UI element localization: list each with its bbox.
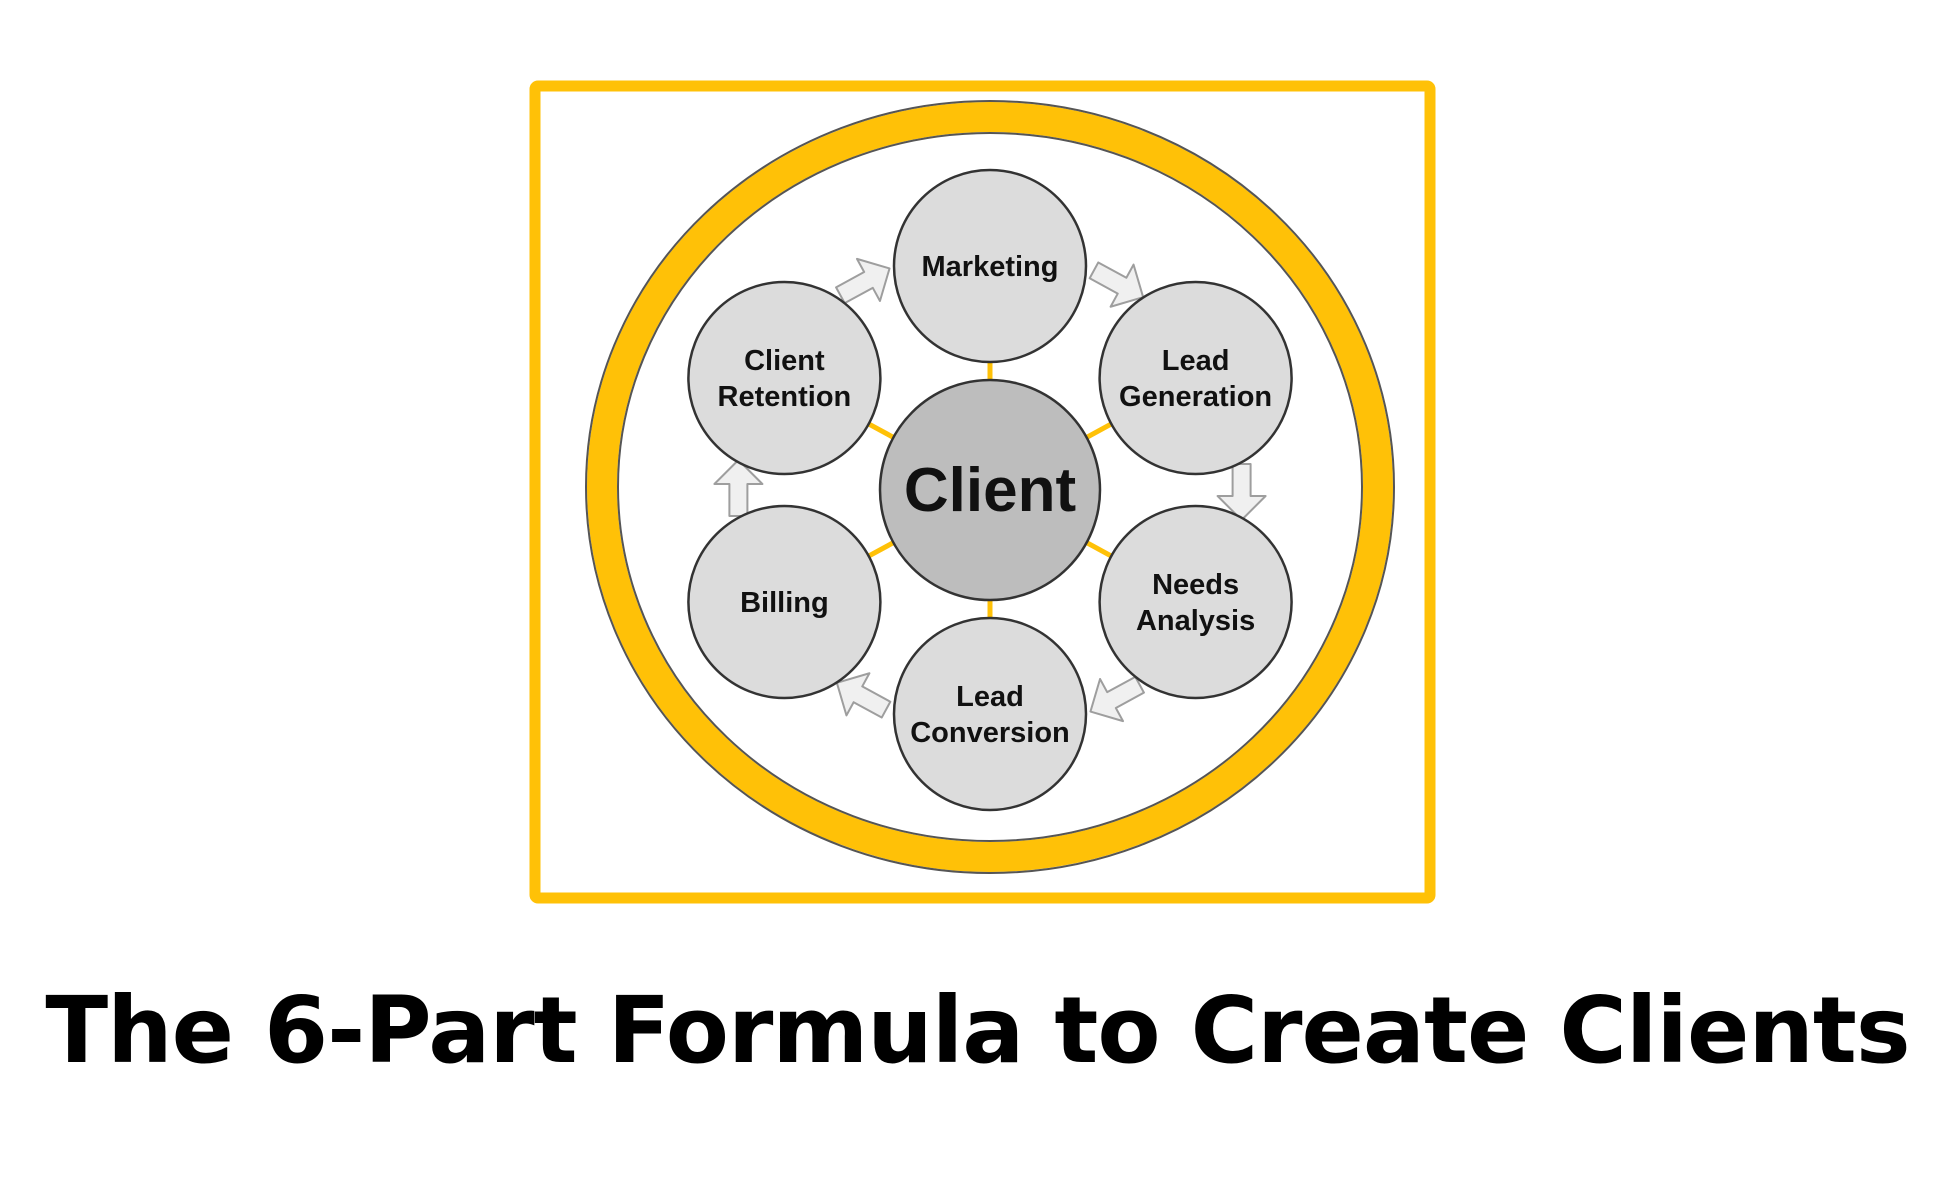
stage-label-client-retention-line-1: Client xyxy=(744,345,825,377)
center-circle xyxy=(878,378,1102,602)
stage-circle-marketing xyxy=(892,168,1088,364)
stage-label-needs-analysis-line-1: Needs xyxy=(1152,569,1239,601)
stage-label-lead-conversion-line-1: Lead xyxy=(956,681,1024,713)
stage-label-marketing-line-1: Marketing xyxy=(922,251,1059,283)
flow-arrow-client-retention-to-marketing xyxy=(835,257,891,305)
stage-label-lead-conversion-line-2: Conversion xyxy=(910,717,1070,749)
connector-client-retention xyxy=(867,421,895,440)
stage-label-billing-line-1: Billing xyxy=(740,587,829,619)
flow-arrow-lead-generation-to-needs-analysis xyxy=(1216,463,1267,521)
inner-ring-edge xyxy=(617,132,1363,842)
connector-lead-generation xyxy=(1085,421,1113,440)
connector-needs-analysis xyxy=(1085,540,1113,559)
outer-frame xyxy=(529,80,1436,904)
connector-billing xyxy=(867,540,895,559)
stage-label-lead-generation-line-2: Generation xyxy=(1119,381,1272,413)
stage-label-lead-generation-line-1: Lead xyxy=(1162,345,1230,377)
flow-arrow-lead-conversion-to-billing xyxy=(835,672,892,719)
connectors xyxy=(867,362,1113,618)
stage-label-client-retention-line-2: Retention xyxy=(718,381,852,413)
flow-arrow-needs-analysis-to-lead-conversion xyxy=(1089,675,1145,723)
stage-circle-lead-conversion xyxy=(892,616,1088,812)
stage-circle-client-retention xyxy=(687,280,882,476)
center-node: Client xyxy=(878,378,1102,602)
stage-circle-needs-analysis xyxy=(1098,504,1293,700)
flow-arrow-billing-to-client-retention xyxy=(713,459,764,517)
stage-nodes: MarketingLeadGenerationNeedsAnalysisLead… xyxy=(687,168,1293,812)
flow-arrows xyxy=(713,257,1267,723)
stage-node-marketing: Marketing xyxy=(892,168,1088,364)
stage-node-billing: Billing xyxy=(687,504,882,700)
stage-circle-lead-generation xyxy=(1098,280,1293,476)
diagram-caption: The 6-Part Formula to Create Clients xyxy=(45,977,1910,1084)
stage-label-needs-analysis-line-2: Analysis xyxy=(1136,605,1255,637)
center-label: Client xyxy=(904,456,1076,525)
flow-arrow-marketing-to-lead-generation xyxy=(1088,261,1145,308)
outer-ring-edge xyxy=(585,100,1395,874)
stage-circle-billing xyxy=(687,504,882,700)
